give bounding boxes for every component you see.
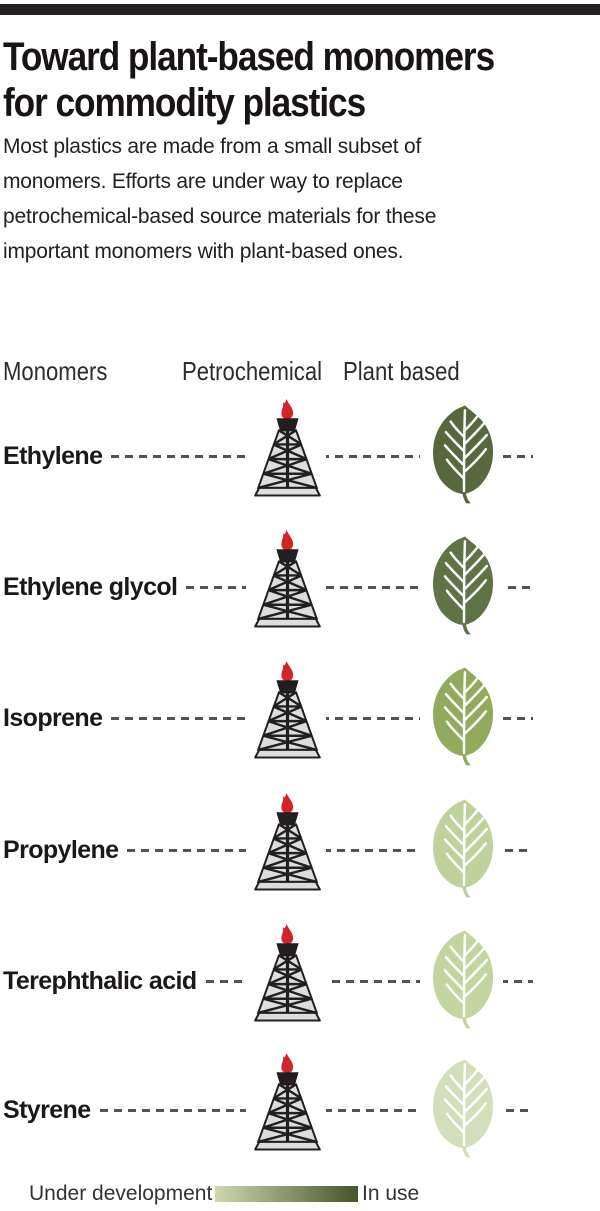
leaf-icon: [426, 404, 502, 504]
monomer-label: Isoprene: [3, 703, 103, 732]
monomer-label: Propylene: [3, 835, 119, 864]
monomer-row-terephthalic-acid: Terephthalic acid: [3, 966, 533, 996]
intro-line-1: Most plastics are made from a small subs…: [3, 135, 422, 158]
dashed-connector: [186, 585, 533, 589]
dashed-connector: [127, 848, 533, 852]
intro-text: Most plastics are made from a small subs…: [3, 129, 436, 269]
intro-line-2: monomers. Efforts are under way to repla…: [3, 170, 403, 193]
monomer-label: Terephthalic acid: [3, 966, 197, 995]
title-line-2: for commodity plastics: [3, 81, 366, 125]
legend-in-use-label: In use: [362, 1182, 420, 1205]
oil-derrick-icon: [250, 923, 325, 1022]
top-accent-bar: [0, 4, 600, 15]
monomer-label: Ethylene glycol: [3, 572, 178, 601]
leaf-icon: [426, 798, 502, 898]
legend-under-development-label: Under development: [29, 1182, 213, 1205]
leaf-icon: [426, 666, 502, 766]
oil-derrick-icon: [250, 660, 325, 759]
leaf-icon: [426, 535, 502, 635]
column-header-monomers: Monomers: [3, 356, 108, 386]
oil-derrick-icon: [250, 529, 325, 628]
monomer-row-isoprene: Isoprene: [3, 703, 533, 733]
monomer-row-propylene: Propylene: [3, 835, 533, 865]
page-title: Toward plant-based monomers for commodit…: [3, 34, 561, 126]
monomer-label: Ethylene: [3, 441, 103, 470]
intro-line-4: important monomers with plant-based ones…: [3, 240, 404, 263]
monomer-label: Styrene: [3, 1095, 91, 1124]
column-header-plant-based: Plant based: [343, 356, 460, 386]
monomer-row-ethylene-glycol: Ethylene glycol: [3, 572, 533, 602]
oil-derrick-icon: [250, 792, 325, 891]
monomer-row-styrene: Styrene: [3, 1095, 533, 1125]
legend-gradient-bar: [215, 1186, 358, 1202]
column-header-petrochemical: Petrochemical: [182, 356, 323, 386]
leaf-icon: [426, 1058, 502, 1158]
oil-derrick-icon: [250, 1052, 325, 1151]
dashed-connector: [205, 979, 533, 983]
monomer-row-ethylene: Ethylene: [3, 441, 533, 471]
leaf-icon: [426, 929, 502, 1029]
intro-line-3: petrochemical-based source materials for…: [3, 205, 437, 228]
oil-derrick-icon: [250, 398, 325, 497]
title-line-1: Toward plant-based monomers: [3, 35, 495, 79]
